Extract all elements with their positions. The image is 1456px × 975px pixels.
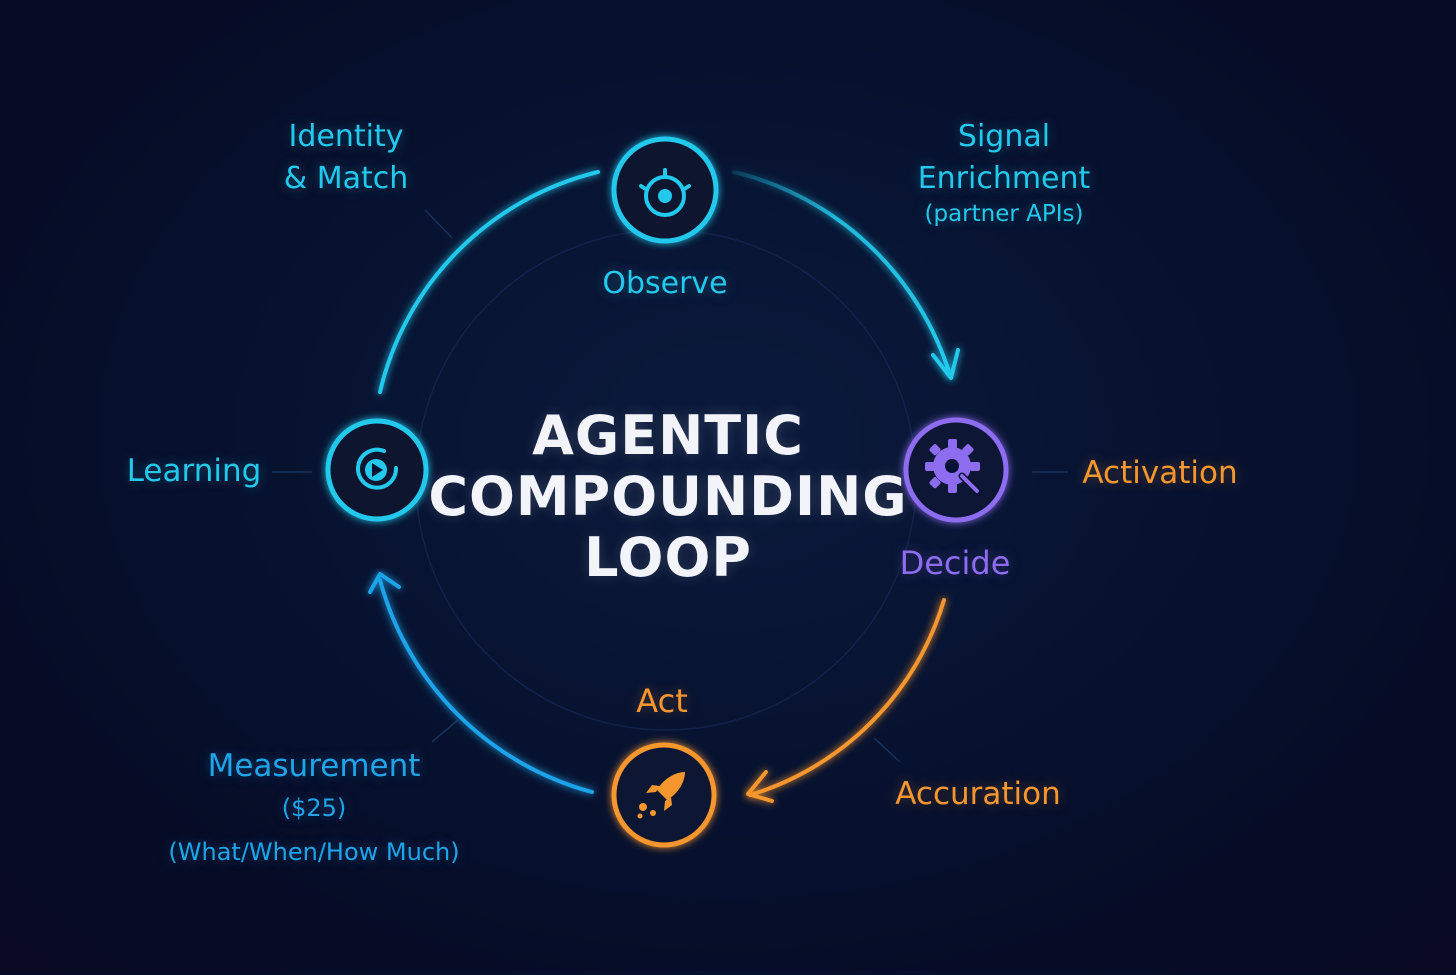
measurement-line-2: ($25)	[281, 794, 347, 822]
title-line-3: LOOP	[584, 526, 752, 589]
measurement-line-1: Measurement	[207, 748, 421, 784]
node-observe[interactable]	[611, 136, 719, 244]
act-label: Act	[636, 682, 688, 720]
arc-decide-to-act	[748, 598, 946, 797]
arc-learning-to-observe	[378, 170, 600, 394]
compass-icon	[639, 168, 691, 217]
identity-line-1: Identity	[288, 119, 404, 154]
title-line-1: AGENTIC	[532, 404, 804, 467]
title-line-2: COMPOUNDING	[428, 465, 908, 528]
signal-enrichment-annotation: Signal Enrichment (partner APIs)	[884, 116, 1124, 230]
gear-icon	[925, 439, 982, 496]
arc-act-to-learning	[378, 578, 594, 794]
accuration-annotation: Accuration	[895, 776, 1061, 812]
signal-line-2: Enrichment	[917, 161, 1091, 196]
observe-label: Observe	[602, 266, 728, 301]
rocket-icon	[637, 772, 685, 819]
identity-line-2: & Match	[283, 161, 409, 196]
node-act[interactable]	[611, 742, 717, 848]
signal-line-1: Signal	[957, 119, 1051, 154]
signal-line-3: (partner APIs)	[924, 201, 1084, 227]
learning-label: Learning	[126, 453, 262, 489]
measurement-annotation: Measurement ($25) (What/When/How Much)	[154, 744, 474, 876]
decide-label: Decide	[899, 544, 1011, 582]
arrowhead-learning	[368, 572, 401, 594]
measurement-line-3: (What/When/How Much)	[168, 838, 460, 866]
connector-ticks	[272, 209, 1068, 763]
arrowhead-act	[746, 770, 774, 803]
arrowhead-decide	[931, 348, 960, 380]
node-decide[interactable]	[903, 417, 1009, 523]
diagram-title: AGENTIC COMPOUNDING LOOP	[418, 405, 918, 588]
node-learning[interactable]	[325, 418, 429, 522]
arc-observe-to-decide	[732, 170, 952, 377]
activation-annotation: Activation	[1082, 455, 1238, 491]
identity-match-annotation: Identity & Match	[246, 116, 446, 200]
play-loop-icon	[356, 447, 399, 490]
